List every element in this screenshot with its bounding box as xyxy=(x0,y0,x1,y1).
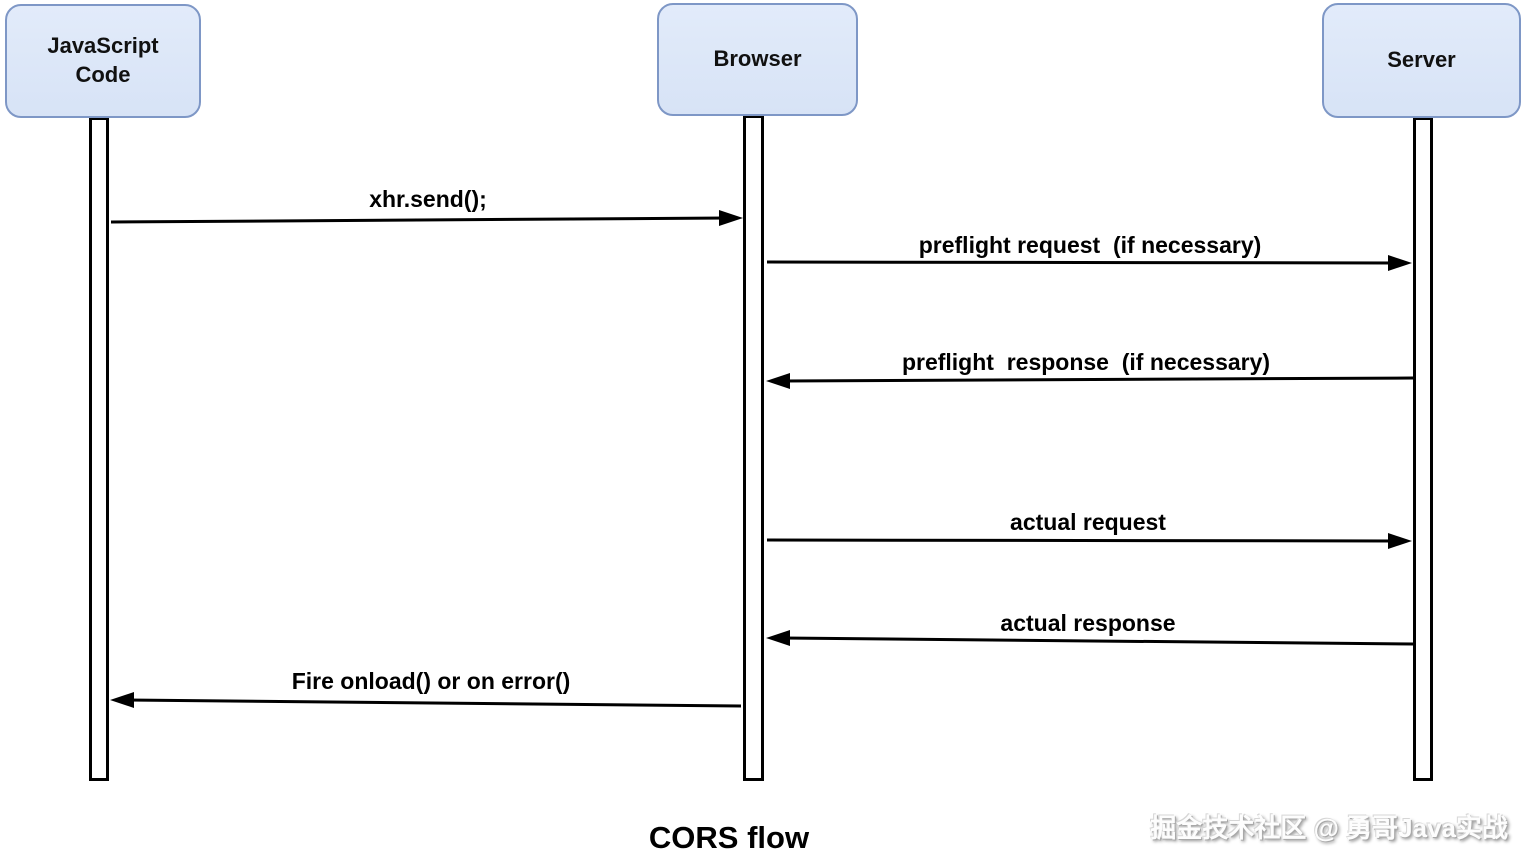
arrow-actual-request xyxy=(766,533,1412,549)
diagram-title: CORS flow xyxy=(648,820,810,855)
watermark: 掘金技术社区 @ 勇哥Java实战 xyxy=(1150,813,1508,843)
message-label-preflight-request: preflight request (if necessary) xyxy=(918,232,1262,258)
message-label-actual-request: actual request xyxy=(1010,509,1166,535)
arrow-actual-response xyxy=(766,630,1414,646)
actor-box-server: Server xyxy=(1322,3,1521,118)
actor-label-browser: Browser xyxy=(713,46,802,72)
lifeline-javascript-code xyxy=(89,117,109,781)
arrow-preflight-request xyxy=(766,255,1412,271)
lifeline-server xyxy=(1413,117,1433,781)
actor-label-server: Server xyxy=(1387,47,1456,73)
arrow-fire-onload-or-error xyxy=(110,692,742,708)
lifeline-browser xyxy=(743,115,764,781)
message-label-xhr-send: xhr.send(); xyxy=(369,186,487,212)
actor-box-browser: Browser xyxy=(657,3,858,116)
message-label-actual-response: actual response xyxy=(1000,610,1176,636)
arrow-preflight-response xyxy=(766,373,1414,389)
arrow-xhr-send xyxy=(110,210,743,226)
actor-label-javascript-code: JavaScript Code xyxy=(47,33,159,87)
message-label-fire-onload: Fire onload() or on error() xyxy=(291,668,571,694)
message-label-preflight-response: preflight response (if necessary) xyxy=(901,349,1271,375)
actor-box-javascript-code: JavaScript Code xyxy=(5,4,201,118)
